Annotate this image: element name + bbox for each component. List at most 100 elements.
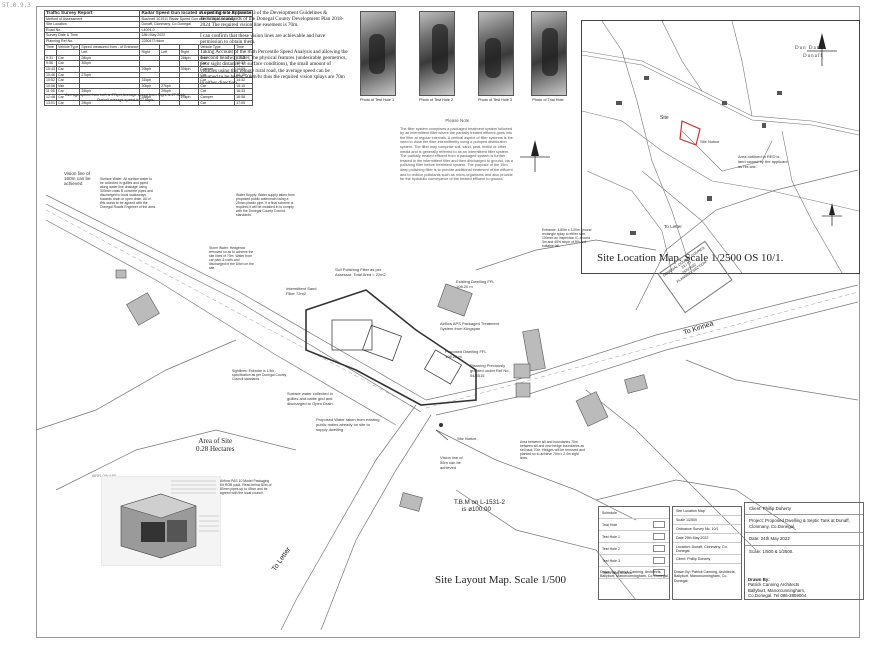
test-hole-2-photo	[419, 11, 455, 96]
photo-caption-2: Photo of Test Hole 2	[418, 98, 454, 102]
table-cell: 29kph	[79, 88, 141, 95]
proposed-water-note: Proposed Water taken from existing publi…	[316, 417, 380, 432]
drawn-by-schedule: Drawn By: Patrick Canning, Architects, B…	[600, 570, 669, 579]
schedule-row: Test Hole 3	[599, 555, 669, 567]
test-hole-3-photo	[478, 11, 514, 96]
table-cell: 13:57	[234, 60, 254, 67]
outline-note: Area outlined in RED is land owned by th…	[738, 154, 788, 169]
table-cell: Method of Assessment	[43, 15, 141, 23]
table-cell: 27kph	[79, 71, 141, 79]
please-note-body: The filter system comprises a packaged t…	[400, 126, 513, 182]
table-cell: Car	[55, 65, 81, 73]
table-cell	[79, 82, 141, 90]
trial-hole-photo	[531, 11, 567, 96]
storm-water-note: Storm Water: Hedgerow removed so as to a…	[209, 246, 254, 270]
table-cell: 10:52	[44, 77, 57, 84]
location-site-notice: Site Notice.	[700, 139, 721, 144]
photo-caption-3: Photo of Test Hole 3	[477, 98, 513, 102]
project-row: Client: Phillip Doherty	[673, 555, 741, 564]
site-location-map	[581, 20, 860, 274]
guideline-para-2: I can confirm that these vision lines ar…	[200, 32, 326, 45]
table-cell: Car	[55, 71, 81, 79]
table-cell: 16:58	[234, 93, 254, 101]
site-label: Site	[660, 115, 669, 121]
schedule-row: Schedule	[599, 507, 669, 519]
table-cell: Car	[198, 99, 236, 107]
place-name-dunaff: Dunaff	[803, 54, 824, 59]
project-line: Project: Proposed Dwelling & Septic Tank…	[745, 515, 863, 534]
please-note-heading: Please Note.	[445, 118, 471, 123]
location-map-title: Site Location Map. Scale 1/2500 OS 10/1.	[597, 252, 784, 264]
table-cell: Car	[55, 60, 81, 67]
table-cell: 14:15	[234, 71, 254, 79]
photo-caption-4: Photo of Trial Hole	[532, 98, 564, 102]
site-layout-drawing	[36, 140, 858, 630]
entrance-note: Entrance: 4.80m x 3.00m ground rectangle…	[542, 228, 592, 248]
surface-water-note: Surface Water: All surface water to be c…	[100, 177, 156, 209]
drawn-by-heading: Drawn By:	[748, 577, 770, 582]
table-cell: 30kph	[79, 60, 141, 67]
scale-line: Scale: 1/500 & 1/2500.	[749, 548, 794, 554]
table-cell: 15:10	[234, 82, 254, 90]
treatment-tank-illustration	[101, 476, 221, 566]
table-cell: Car	[55, 88, 81, 95]
table-cell: Dunaff, Clonmany, Co Donegal	[139, 21, 254, 28]
tbm-line-1: T.B.M on L-1531-2	[454, 499, 505, 506]
table-cell: 10:56	[44, 82, 57, 90]
table-cell: Car	[55, 93, 81, 101]
location-to-letter: To Letter	[664, 224, 682, 229]
table-cell: Van	[55, 82, 81, 90]
proposed-dwelling-label: Proposed Dwelling FFL 108.20 m	[445, 349, 487, 359]
drawn-by-contact: Co.Donegal. Tel 086-3859004	[748, 593, 807, 599]
surface-water-collection-note: Surface water collected in gullies and c…	[287, 391, 334, 406]
table-cell: 14:32	[234, 77, 254, 84]
project-row: Site Location Map	[673, 507, 741, 516]
area-of-site: Area of Site 0.28 Hectares	[196, 437, 234, 453]
table-cell	[79, 65, 141, 73]
table-cell	[79, 93, 141, 101]
guideline-para-3: Taking Account of the 85th Percentile Sp…	[200, 49, 348, 87]
table-cell: 16:33	[234, 88, 254, 95]
tbm-line-2: is ø100.00	[462, 506, 491, 514]
planning-previously-label: Planning Previously granted under Ref No…	[470, 363, 510, 378]
please-note: Please Note. The filter system comprises…	[400, 118, 516, 182]
project-row: Scale 1/2500	[673, 516, 741, 525]
schedule-row: Test Hole 2	[599, 543, 669, 555]
table-cell: Speed measured from - of Entrance	[79, 43, 141, 51]
existing-dwelling-label: Existing Dwelling FFL 108.20 m	[456, 279, 495, 289]
schedule-row: Trees local to area	[599, 567, 669, 579]
schedule-box: Schedule Trial Hole Test Hole 1 Test Hol…	[598, 506, 670, 600]
drawn-by-address: Ballyburt, Manorcunningham,	[748, 587, 806, 593]
date-line: Date: 24th May 2022	[745, 533, 863, 546]
schedule-row: Test Hole 1	[599, 531, 669, 543]
project-row: Location: Dunaff, Clonmany, Co. Donegal	[673, 543, 741, 555]
place-name-dun-damh: Dun Damh	[795, 46, 826, 51]
guideline-text: As per Table 3 Appendix 3 of the Develop…	[200, 10, 348, 90]
drawn-by-project: Drawn By: Patrick Canning, Architects, B…	[674, 570, 736, 583]
schedule-row: Trial Hole	[599, 519, 669, 531]
overall-average: Overall average speed is 27.6kph	[96, 97, 154, 102]
average-line: Average speed from Left is 27kph Average…	[65, 93, 185, 97]
vision-line-left-note: Vision line of 160m can be achieved	[64, 171, 91, 186]
water-supply-note: Water Supply: Water supply taken from pr…	[236, 193, 295, 217]
traffic-averages: Average speed from Left is 27kph Average…	[50, 93, 200, 102]
corner-id: 5T.0.9.3	[2, 2, 31, 9]
table-cell: 14:09	[234, 65, 254, 73]
area-label: Area of Site	[198, 437, 233, 445]
table-cell: 10:46	[44, 71, 57, 79]
table-cell: Site Location	[43, 21, 141, 28]
table-cell: 29kph	[79, 99, 141, 107]
guideline-para-1: As per Table 3 Appendix 3 of the Develop…	[200, 10, 344, 29]
project-row: Date 25th May 2022	[673, 534, 741, 543]
project-row: Ordnance Survey No. 10/1	[673, 525, 741, 534]
layout-site-notice: Site Notice.	[457, 436, 478, 441]
table-cell: Vehicle Type	[55, 43, 81, 51]
